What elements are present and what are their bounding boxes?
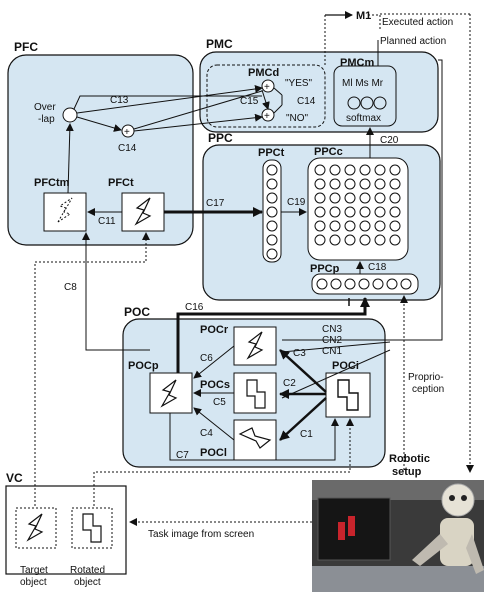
softmax-label: softmax [346, 113, 381, 124]
c19-label: C19 [287, 197, 306, 208]
pfct-label: PFCt [108, 177, 134, 189]
rotated-object-box [71, 507, 113, 549]
cn1-label: CN1 [322, 346, 342, 357]
ppcc-units [314, 164, 401, 246]
ppcp-label: PPCp [310, 263, 340, 275]
c5-label: C5 [213, 397, 226, 408]
pmcd-label: PMCd [248, 67, 279, 79]
ppc-title: PPC [208, 131, 233, 145]
poci-label: POCi [332, 360, 359, 372]
yes-label: "YES" [285, 78, 313, 89]
c14a-label: C14 [118, 143, 137, 154]
m1-label: M1 [356, 10, 371, 22]
robotic-label-1: Robotic [389, 453, 430, 465]
overlap-label-2: -lap [38, 114, 55, 125]
pmc-region [199, 51, 439, 133]
pmcm-box [333, 65, 397, 127]
overlap-node [62, 107, 78, 123]
no-sum-plus-icon: + [264, 111, 270, 122]
c18-label: C18 [368, 262, 387, 273]
rotated-object-icon [82, 513, 102, 543]
task-image-label: Task image from screen [148, 529, 254, 540]
c14b-label: C14 [297, 96, 316, 107]
c16-label: C16 [185, 302, 204, 313]
poc-title: POC [124, 305, 150, 319]
ppcc-label: PPCc [314, 146, 343, 158]
pocr-shape-icon [246, 331, 264, 360]
robotic-label-2: setup [392, 466, 422, 478]
pfctm-shape-icon [57, 197, 73, 223]
no-label: "NO" [286, 113, 309, 124]
rotated-label-2: object [74, 577, 101, 588]
poci-shape-icon [337, 379, 359, 411]
c2-label: C2 [283, 378, 296, 389]
proprio-label-2: ception [412, 384, 444, 395]
ppct-label: PPCt [258, 147, 285, 159]
pocr-label: POCr [200, 324, 229, 336]
vc-title: VC [6, 471, 23, 485]
c6-label: C6 [200, 353, 213, 364]
pmc-title: PMC [206, 37, 233, 51]
ppcp-units [316, 278, 412, 290]
pfc-title: PFC [14, 40, 38, 54]
proprio-label-1: Proprio- [408, 372, 444, 383]
c7-label: C7 [176, 450, 189, 461]
planned-action-label: Planned action [380, 36, 446, 47]
pfctm-label: PFCtm [34, 177, 70, 189]
rotated-label-1: Rotated [70, 565, 105, 576]
c11-label: C11 [98, 216, 116, 227]
yes-sum-plus-icon: + [264, 82, 270, 93]
cn2-label: CN2 [322, 335, 342, 346]
overlap-label-1: Over [34, 102, 56, 113]
c13-label: C13 [110, 95, 129, 106]
pocs-label: POCs [200, 379, 230, 391]
c1-label: C1 [300, 429, 313, 440]
pocp-shape-icon [160, 379, 178, 408]
c3-label: C3 [293, 348, 306, 359]
c4-label: C4 [200, 428, 213, 439]
motor-unit-ml [347, 96, 361, 110]
c17-label: C17 [206, 198, 225, 209]
c20-label: C20 [380, 135, 399, 146]
motor-unit-mr [373, 96, 387, 110]
pocp-box [149, 372, 193, 414]
pfc-sum-plus-icon: + [124, 127, 130, 138]
target-object-icon [26, 513, 44, 542]
pfct-shape-icon [134, 197, 152, 226]
c16-connection [176, 297, 370, 373]
pocl-label: POCl [200, 447, 227, 459]
pocl-shape-icon [238, 427, 272, 449]
c15-label: C15 [240, 96, 259, 107]
pmcm-label: PMCm [340, 57, 374, 69]
c8-label: C8 [64, 282, 77, 293]
ppct-units [266, 164, 278, 260]
pocs-shape-icon [246, 379, 266, 409]
pocp-label: POCp [128, 360, 159, 372]
executed-action-label: Executed action [382, 17, 453, 28]
target-label-2: object [20, 577, 47, 588]
motor-unit-ms [360, 96, 374, 110]
robot-photo [312, 480, 484, 592]
ml-ms-mr-label: Ml Ms Mr [342, 78, 384, 89]
target-label-1: Target [20, 565, 48, 576]
cn3-label: CN3 [322, 324, 342, 335]
